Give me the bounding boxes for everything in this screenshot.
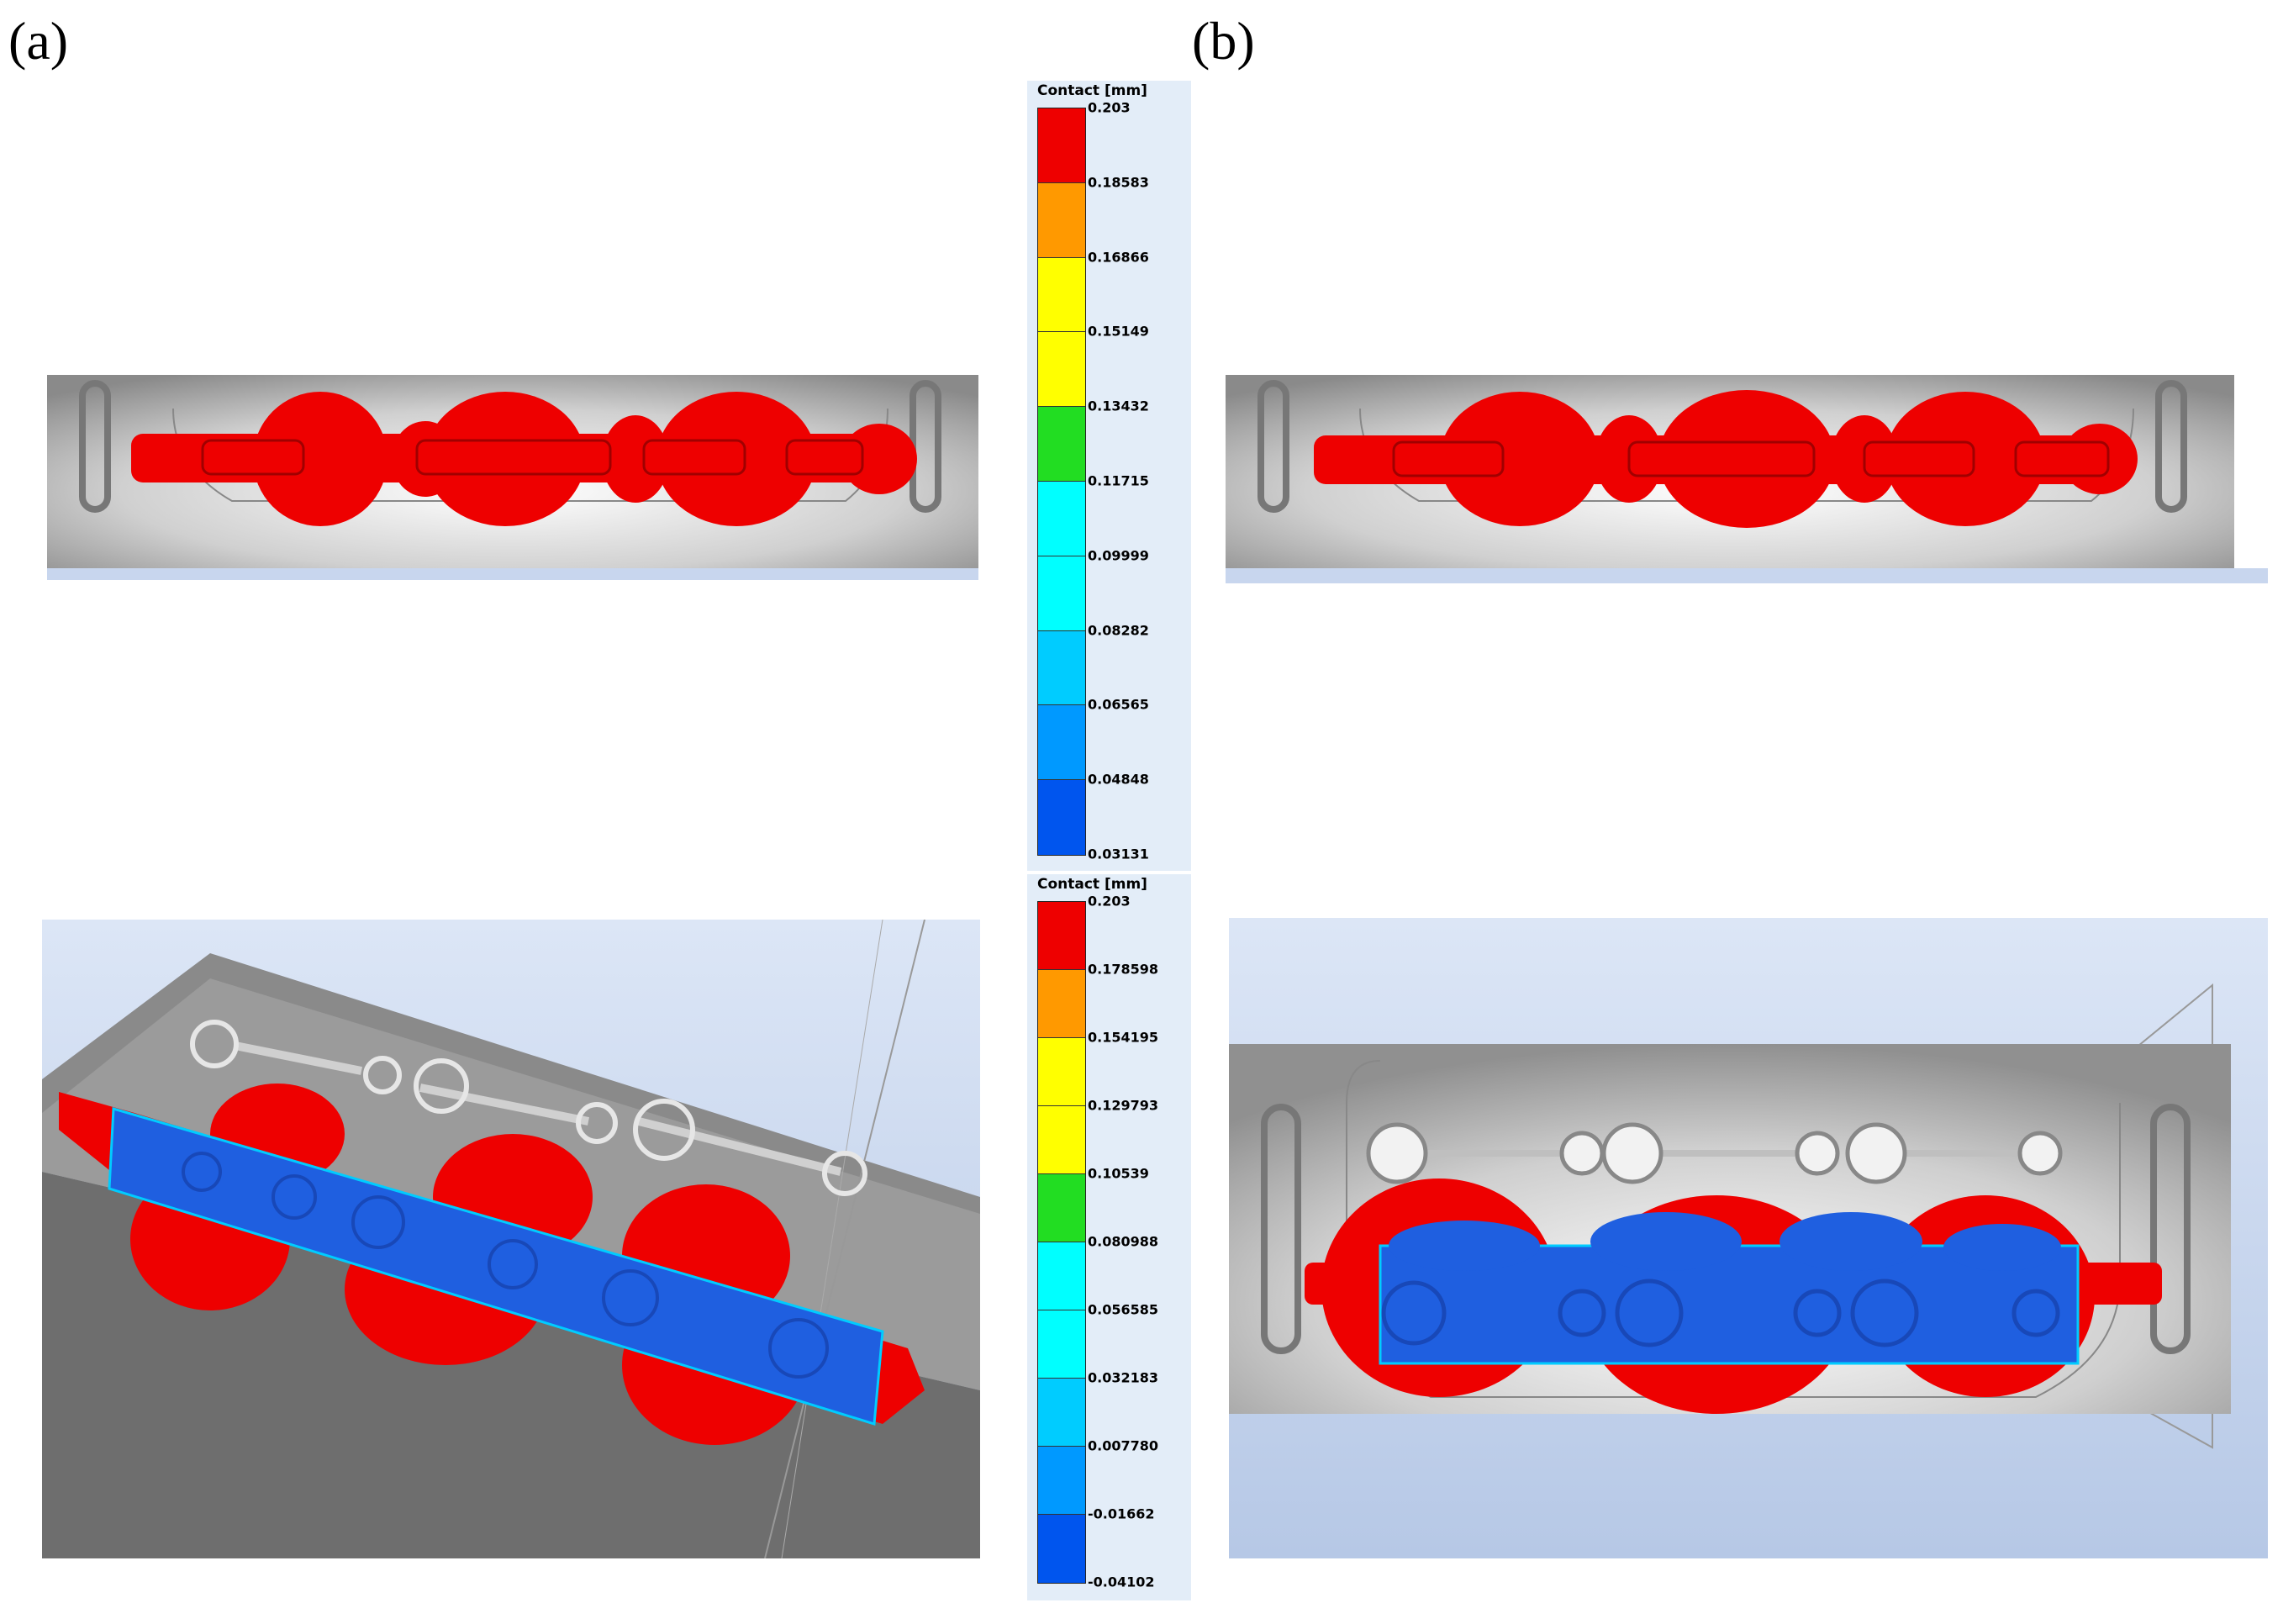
legend-color-segment [1038,705,1085,781]
die-top-view-a [47,375,978,580]
legend-tick-label: 0.129793 [1088,1097,1159,1114]
legend-color-segment [1038,902,1085,970]
legend-color-segment [1038,481,1085,556]
legend-tick-label: 0.10539 [1088,1165,1149,1182]
legend-color-segment [1038,182,1085,258]
die-perspective-view-a [42,920,980,1558]
legend-tick-label: 0.13432 [1088,398,1149,414]
legend-color-segment [1038,257,1085,333]
legend-tick-label: 0.154195 [1088,1029,1159,1046]
legend-color-segment [1038,1038,1085,1106]
legend-tick-label: 0.06565 [1088,696,1149,713]
legend-tick-label: 0.15149 [1088,323,1149,340]
legend-tick-label: 0.09999 [1088,547,1149,564]
legend-color-segment [1038,1379,1085,1447]
panel-label-a: (a) [8,11,69,71]
legend-top-title: Contact [mm] [1037,82,1147,99]
legend-tick-label: 0.203 [1088,893,1131,910]
legend-color-segment [1038,780,1085,855]
color-legend-top: Contact [mm] 0.203 0.18583 0.16866 0.15149 0… [1027,81,1191,871]
legend-tick-label: -0.04102 [1088,1574,1155,1590]
legend-tick-label: 0.18583 [1088,174,1149,191]
legend-tick-label: 0.04848 [1088,771,1149,788]
legend-tick-label: 0.16866 [1088,249,1149,266]
legend-tick-label: 0.11715 [1088,472,1149,489]
panel-label-b: (b) [1192,11,1255,71]
die-top-view-b [1226,375,2268,583]
legend-color-segment [1038,1515,1085,1583]
legend-color-segment [1038,970,1085,1038]
legend-color-segment [1038,407,1085,482]
legend-tick-label: 0.080988 [1088,1233,1159,1250]
legend-color-segment [1038,1447,1085,1515]
legend-tick-label: -0.01662 [1088,1505,1155,1522]
legend-color-segment [1038,556,1085,631]
legend-tick-label: 0.178598 [1088,961,1159,978]
legend-tick-label: 0.03131 [1088,846,1149,862]
color-legend-bottom: Contact [mm] 0.203 0.178598 0.154195 0.1297… [1027,874,1191,1600]
legend-tick-label: 0.007780 [1088,1437,1159,1454]
die-bottom-view-b [1229,918,2268,1558]
legend-color-segment [1038,332,1085,408]
legend-tick-label: 0.056585 [1088,1301,1159,1318]
legend-tick-label: 0.203 [1088,99,1131,116]
legend-color-segment [1038,630,1085,706]
legend-top-color-bar [1037,108,1086,856]
legend-bottom-color-bar [1037,901,1086,1584]
legend-color-segment [1038,1106,1085,1174]
legend-color-segment [1038,1242,1085,1310]
legend-bottom-title: Contact [mm] [1037,876,1147,893]
legend-color-segment [1038,1310,1085,1379]
legend-tick-label: 0.032183 [1088,1369,1159,1386]
legend-color-segment [1038,1174,1085,1242]
legend-color-segment [1038,108,1085,183]
legend-tick-label: 0.08282 [1088,622,1149,639]
